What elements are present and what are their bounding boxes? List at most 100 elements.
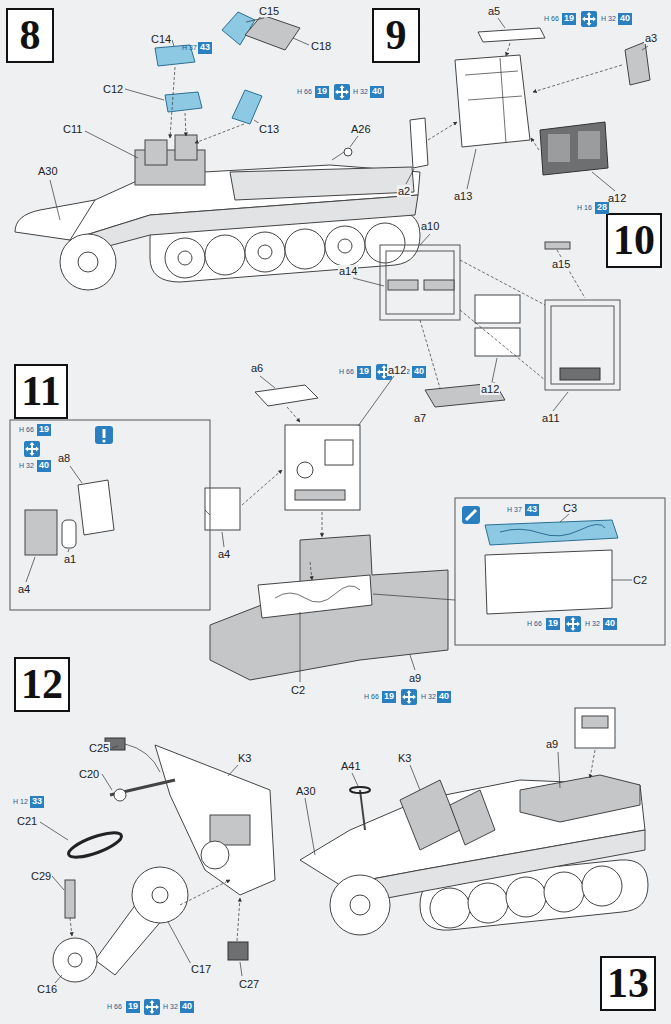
step-number: 12	[16, 661, 68, 707]
leader-line-part	[642, 46, 648, 50]
leader-line-part	[310, 562, 312, 580]
leader-line-part	[506, 43, 510, 56]
leader-line	[50, 18, 358, 220]
part-drawing-part	[540, 122, 608, 175]
part-drawing-part	[10, 420, 210, 610]
leader-line-part	[410, 765, 420, 790]
paint-code: H 37	[181, 44, 198, 52]
part-drawing-part	[545, 300, 620, 390]
step-number: 13	[602, 960, 654, 1006]
part-callout: a10	[420, 220, 440, 232]
part-drawing-part	[210, 535, 448, 680]
paint-code: H 32	[420, 693, 437, 701]
vehicle-drawing-part	[344, 148, 352, 156]
step-number: 8	[8, 12, 52, 58]
part-drawing-part	[560, 368, 600, 380]
paint-code: H 32	[162, 1003, 179, 1011]
part-callout: C16	[36, 983, 58, 995]
color-number: 40	[618, 13, 632, 25]
color-number: 19	[382, 691, 396, 703]
color-number: 40	[37, 460, 51, 472]
part-callout: a9	[545, 738, 559, 750]
leader-line-part	[237, 898, 240, 941]
leader-line-part	[40, 822, 68, 840]
leader-line-part	[467, 149, 476, 189]
part-drawing-part	[551, 306, 614, 384]
part-drawing-part	[295, 490, 345, 500]
leader-line-part	[205, 510, 210, 515]
paint-mix-icon-part	[24, 441, 40, 457]
part-drawing-part	[425, 383, 505, 407]
part-callout: K3	[237, 752, 252, 764]
vehicle-drawing-part	[332, 152, 344, 160]
vehicle-drawing-part	[258, 245, 272, 259]
part-callout: a1	[63, 553, 77, 565]
part-callout: a2	[397, 185, 411, 197]
leader-line-part	[185, 113, 186, 136]
part-drawing-part	[245, 15, 300, 50]
leader-line-part	[358, 376, 394, 426]
part-drawing-part	[275, 586, 360, 602]
part-callout: C12	[102, 83, 124, 95]
part-callout: a14	[338, 265, 358, 277]
part-callout: a7	[413, 412, 427, 424]
vehicle-drawing-part	[285, 229, 325, 269]
vehicle-drawing-part	[400, 780, 460, 850]
paint-code: H 37	[506, 506, 523, 514]
paint-code: H 12	[12, 798, 29, 806]
paint-mix-icon-part	[334, 84, 350, 100]
leader-line-part	[85, 131, 138, 158]
part-drawing-part	[228, 942, 248, 960]
part-callout: C14	[150, 33, 172, 45]
part-callout: C29	[30, 870, 52, 882]
step-number-box: 10	[606, 213, 662, 268]
vehicle-drawing-part	[350, 895, 370, 915]
part-drawing-part	[25, 510, 57, 555]
paint-code: H 32	[600, 15, 617, 23]
part-callout: a12	[607, 192, 627, 204]
step-number: 9	[374, 12, 418, 58]
leader-line-part	[322, 512, 323, 537]
vehicle-drawing-part	[245, 232, 285, 272]
vehicle-drawing-part	[575, 708, 615, 748]
part-drawing-part	[258, 575, 372, 618]
paint-mix-icon-part	[565, 616, 581, 632]
color-number: 19	[126, 1001, 140, 1013]
leader-line	[406, 18, 648, 191]
part-callout: K3	[397, 752, 412, 764]
leader-line-part	[300, 612, 301, 682]
vehicle-drawing-part	[450, 790, 495, 845]
color-number: 40	[412, 366, 426, 378]
step-number: 10	[608, 217, 660, 263]
leader-line-part	[492, 358, 497, 382]
color-number: 19	[37, 424, 51, 436]
part-callout: C20	[78, 768, 100, 780]
part-drawing-part	[380, 245, 460, 320]
paint-code: H 32	[352, 88, 369, 96]
leader-line-part	[287, 407, 300, 422]
vehicle-drawing-part	[145, 140, 167, 165]
step-number-box: 8	[6, 8, 54, 63]
color-number: 43	[525, 504, 539, 516]
note-icon-part	[466, 510, 476, 520]
color-number: 28	[595, 202, 609, 214]
part-drawing-part	[548, 134, 570, 162]
leader-line-part	[560, 513, 570, 522]
leader-line-part	[68, 549, 69, 552]
color-number: 43	[198, 42, 212, 54]
part-drawing-part	[485, 520, 618, 545]
color-number: 33	[30, 796, 44, 808]
paint-mix-icon-part	[401, 689, 417, 705]
step-number-box: 9	[372, 8, 420, 63]
part-drawing-part	[325, 440, 353, 465]
part-callout: A26	[350, 123, 372, 135]
leader-line-part	[460, 310, 545, 380]
part-drawing	[380, 242, 620, 407]
color-number: 19	[315, 86, 329, 98]
leader-line-part	[352, 773, 358, 786]
paint-code: H 32	[584, 620, 601, 628]
part-drawing-part	[485, 550, 612, 614]
leader-line-part	[592, 172, 615, 191]
part-callout: C27	[238, 978, 260, 990]
